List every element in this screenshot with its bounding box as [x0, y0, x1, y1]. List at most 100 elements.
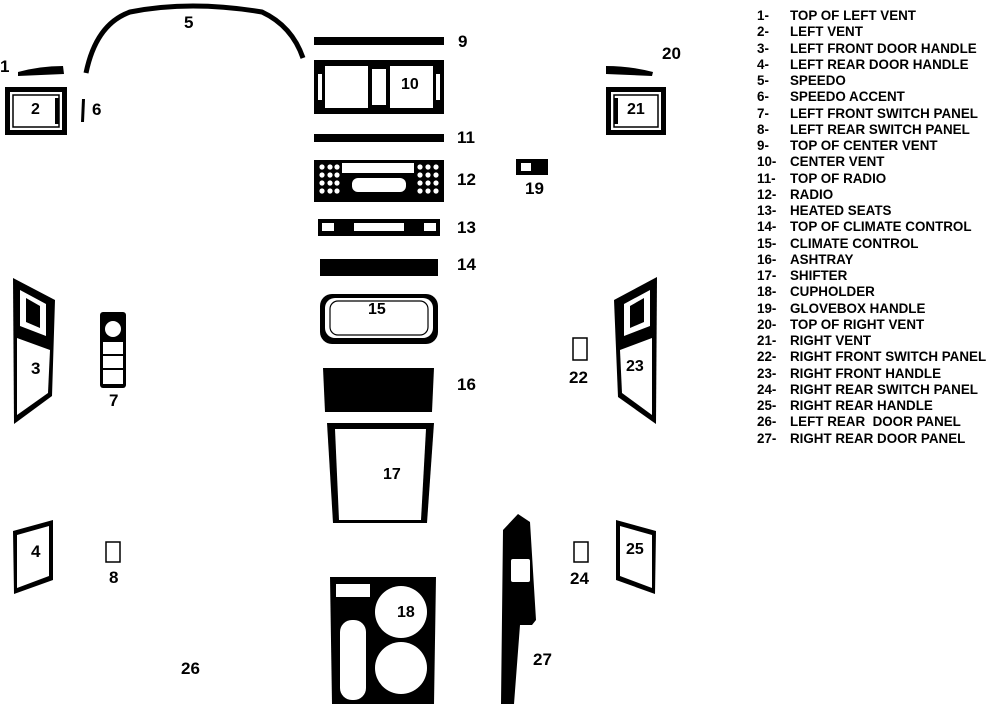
- part-label-26: 26: [181, 659, 200, 678]
- legend-item-number: 21-: [757, 333, 777, 348]
- part-23-shape: [614, 277, 657, 424]
- legend-item-name: CENTER VENT: [790, 154, 885, 170]
- part-label-8: 8: [109, 568, 119, 587]
- part-label-19: 19: [525, 179, 544, 198]
- part-1-shape: [18, 66, 64, 76]
- legend-item-number: 27-: [757, 430, 777, 446]
- legend-item-number: 12-: [757, 186, 777, 202]
- part-label-10: 10: [401, 76, 419, 93]
- part-24-shape: [573, 541, 589, 563]
- part-6-shape: [81, 99, 85, 122]
- part-21-shape: [606, 87, 666, 135]
- legend-item-name: RIGHT REAR DOOR PANEL: [790, 430, 966, 446]
- legend-item-name: CLIMATE CONTROL: [790, 235, 919, 251]
- legend-item-name: ASHTRAY: [790, 251, 854, 267]
- part-25-shape: [616, 520, 656, 594]
- part-label-24: 24: [570, 569, 589, 588]
- legend-item-number: 13-: [757, 203, 777, 218]
- part-label-9: 9: [458, 32, 468, 51]
- legend-item-name: LEFT REAR DOOR HANDLE: [790, 56, 969, 72]
- part-label-2: 2: [31, 101, 40, 118]
- part-label-6: 6: [92, 100, 102, 119]
- part-label-3: 3: [31, 359, 41, 378]
- legend-item-number: 4-: [757, 56, 769, 72]
- legend-item-name: SHIFTER: [790, 268, 848, 283]
- part-12-shape: [314, 160, 444, 202]
- part-label-22: 22: [569, 368, 588, 387]
- part-label-14: 14: [457, 255, 476, 274]
- part-27-shape: [501, 514, 536, 704]
- legend-item-number: 18-: [757, 284, 777, 300]
- legend-item-number: 19-: [757, 300, 777, 316]
- part-label-27: 27: [533, 650, 552, 669]
- part-2-shape: [5, 87, 67, 135]
- legend-item-number: 14-: [757, 219, 777, 235]
- part-label-16: 16: [457, 375, 476, 394]
- legend-item-number: 16-: [757, 251, 777, 267]
- legend-item-name: LEFT REAR SWITCH PANEL: [790, 121, 970, 137]
- part-13-shape: [318, 219, 440, 236]
- legend-item-name: LEFT FRONT SWITCH PANEL: [790, 105, 978, 121]
- legend-item-name: TOP OF RADIO: [790, 170, 887, 186]
- legend-item-number: 6-: [757, 89, 769, 105]
- part-19-shape: [516, 159, 548, 175]
- part-8-shape: [105, 541, 121, 563]
- legend-item-number: 22-: [757, 349, 777, 365]
- part-label-23: 23: [626, 358, 644, 375]
- legend-item-number: 26-: [757, 414, 777, 430]
- part-17-shape: [327, 423, 434, 523]
- legend-item-number: 11-: [757, 170, 776, 186]
- legend-item-name: SPEEDO ACCENT: [790, 89, 905, 105]
- legend-item-number: 9-: [757, 138, 769, 153]
- part-label-20: 20: [662, 44, 681, 63]
- legend-item-name: TOP OF CENTER VENT: [790, 138, 938, 153]
- legend-item-name: SPEEDO: [790, 73, 846, 88]
- legend-item-number: 25-: [757, 398, 777, 413]
- part-label-4: 4: [31, 542, 41, 561]
- legend-item-name: RIGHT VENT: [790, 333, 872, 348]
- part-label-12: 12: [457, 170, 476, 189]
- part-20-shape: [606, 66, 653, 76]
- legend-item-name: RIGHT FRONT SWITCH PANEL: [790, 349, 987, 365]
- legend-item-name: RADIO: [790, 186, 834, 202]
- legend-item-number: 10-: [757, 154, 777, 170]
- part-18-shape: [330, 577, 436, 704]
- legend-item-number: 20-: [757, 316, 777, 332]
- part-label-5: 5: [184, 13, 194, 32]
- part-4-shape: [13, 520, 53, 594]
- legend-item-name: TOP OF LEFT VENT: [790, 8, 916, 23]
- legend-item-number: 24-: [757, 381, 777, 397]
- part-11-shape: [314, 134, 444, 142]
- legend-item-name: GLOVEBOX HANDLE: [790, 300, 926, 316]
- part-label-15: 15: [368, 301, 386, 318]
- part-10-shape: [314, 60, 444, 114]
- part-label-18: 18: [397, 604, 415, 621]
- legend-item-number: 23-: [757, 365, 777, 381]
- part-9-shape: [314, 37, 444, 45]
- legend-item-number: 2-: [757, 24, 769, 40]
- part-14-shape: [320, 259, 438, 276]
- legend-item-name: TOP OF RIGHT VENT: [790, 316, 925, 332]
- legend-item-name: RIGHT REAR HANDLE: [790, 398, 933, 413]
- legend-item-name: CUPHOLDER: [790, 284, 875, 300]
- part-label-21: 21: [627, 101, 645, 118]
- legend-item-number: 17-: [757, 268, 777, 283]
- legend-item-name: LEFT FRONT DOOR HANDLE: [790, 40, 977, 56]
- part-label-1: 1: [0, 57, 10, 76]
- legend-item-name: HEATED SEATS: [790, 203, 892, 218]
- part-22-shape: [572, 337, 588, 361]
- part-label-7: 7: [109, 391, 119, 410]
- part-label-11: 11: [457, 128, 475, 147]
- legend-item-number: 1-: [757, 8, 769, 23]
- legend-item-name: TOP OF CLIMATE CONTROL: [790, 219, 972, 235]
- legend-item-number: 8-: [757, 121, 769, 137]
- legend-item-name: RIGHT REAR SWITCH PANEL: [790, 381, 978, 397]
- part-5-shape: [83, 3, 306, 74]
- legend-item-number: 5-: [757, 73, 769, 88]
- legend-item-name: RIGHT FRONT HANDLE: [790, 365, 942, 381]
- legend-item-number: 7-: [757, 105, 769, 121]
- part-label-25: 25: [626, 541, 644, 558]
- legend-item-number: 3-: [757, 40, 769, 56]
